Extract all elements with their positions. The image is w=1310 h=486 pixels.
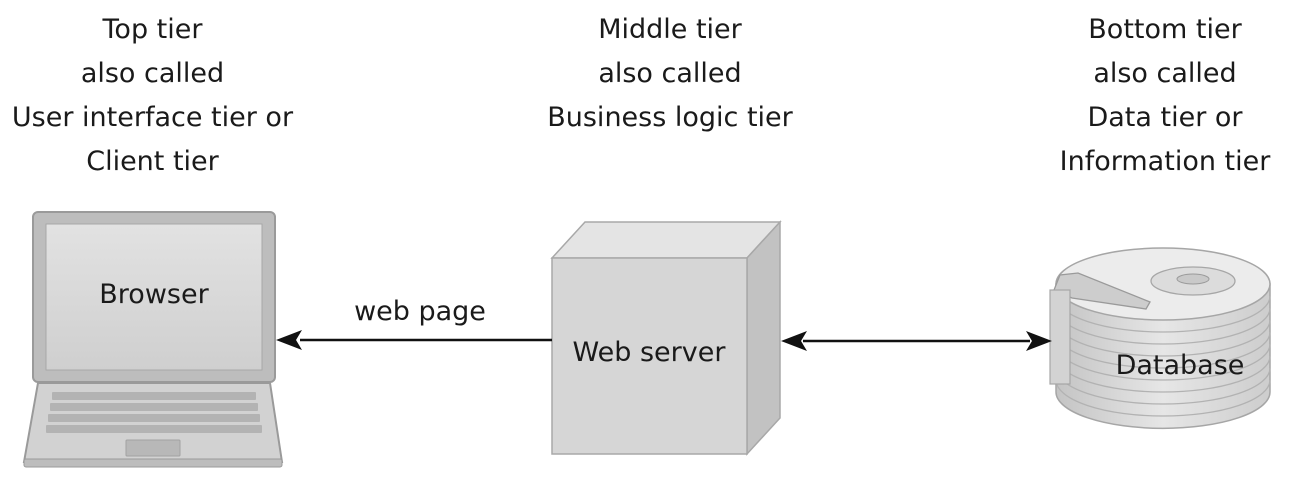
bottom-tier-line-4: Information tier — [1059, 146, 1271, 177]
top-tier-line-1: Top tier — [102, 14, 203, 45]
bottom-tier-heading: Bottom tier also called Data tier or Inf… — [1030, 8, 1300, 184]
web-page-label: web page — [354, 296, 486, 327]
top-tier-line-3: User interface tier or — [11, 102, 294, 133]
bottom-tier-line-2: also called — [1093, 58, 1237, 89]
top-tier-line-4: Client tier — [86, 146, 219, 177]
arrow-head-left — [781, 331, 807, 351]
laptop-icon — [22, 211, 284, 468]
top-tier-line-2: also called — [80, 58, 225, 89]
middle-tier-line-1: Middle tier — [598, 14, 742, 45]
middle-tier-line-2: also called — [598, 58, 742, 89]
trackpad — [125, 439, 181, 457]
bottom-tier-line-3: Data tier or — [1087, 102, 1243, 133]
middle-tier-heading: Middle tier also called Business logic t… — [520, 8, 820, 140]
browser-label: Browser — [99, 279, 209, 310]
top-tier-heading: Top tier also called User interface tier… — [0, 8, 305, 184]
middle-tier-line-3: Business logic tier — [547, 102, 793, 133]
disk-stack-icon — [1049, 247, 1271, 430]
web-page-arrow — [276, 330, 552, 350]
arrow-head-left — [276, 330, 302, 350]
web-server-label: Web server — [573, 337, 727, 368]
bottom-tier-line-1: Bottom tier — [1088, 14, 1242, 45]
server-cube-icon — [550, 220, 782, 456]
database-label: Database — [1116, 350, 1245, 381]
server-database-arrow — [781, 331, 1052, 351]
arrow-head-right — [1026, 331, 1052, 351]
keyboard — [46, 392, 262, 433]
